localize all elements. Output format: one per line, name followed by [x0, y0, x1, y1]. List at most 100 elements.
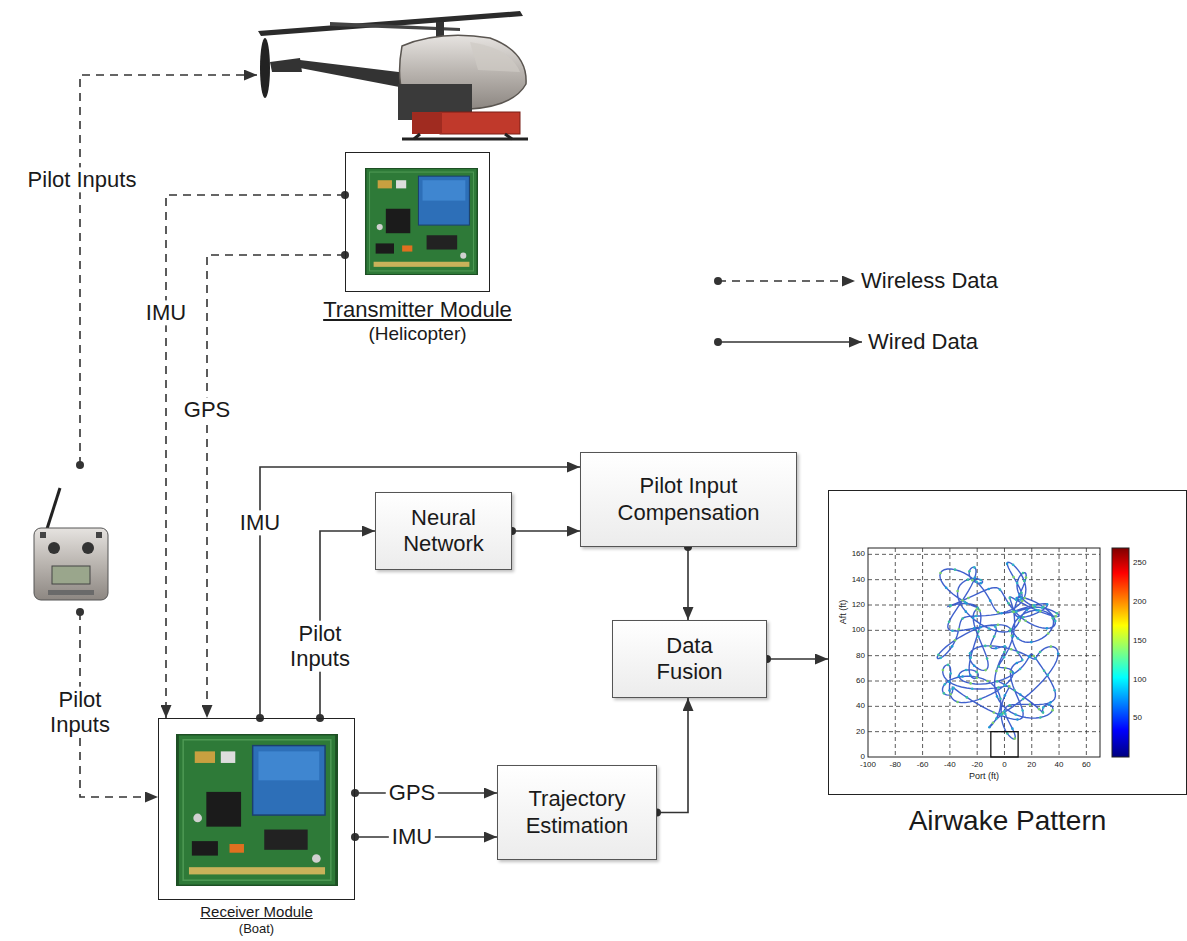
remote-controller-illustration [52, 566, 90, 584]
tick-label: 0 [1002, 760, 1006, 769]
ship-deck [991, 732, 1018, 757]
module-title: Transmitter Module [323, 297, 512, 323]
remote-controller-illustration [46, 488, 60, 532]
box-label: Neural Network [389, 505, 499, 558]
signal-label: IMU [237, 510, 283, 535]
remote-controller-illustration [48, 590, 94, 595]
legend-text: Wired Data [868, 329, 978, 355]
sample-dot [1023, 580, 1026, 583]
tick-label: 60 [1082, 760, 1091, 769]
tick-label: 200 [1133, 598, 1146, 607]
sample-dot [1013, 689, 1016, 692]
sample-dot [1023, 597, 1026, 600]
sample-dot [995, 647, 998, 650]
sample-dot [939, 572, 942, 575]
box-label: Data Fusion [650, 633, 730, 686]
sample-dot [1043, 669, 1046, 672]
sample-dot [958, 675, 961, 678]
legend-sample [712, 335, 864, 349]
legend-text: Wireless Data [861, 268, 998, 294]
sample-dot [965, 602, 968, 605]
sample-dot [968, 570, 971, 573]
sample-dot [984, 669, 987, 672]
signal-label: GPS [386, 780, 438, 805]
sample-dot [1000, 714, 1003, 717]
sample-dot [1016, 582, 1019, 585]
sample-dot [977, 630, 980, 633]
sample-dot [1029, 703, 1032, 706]
remote-controller-illustration [48, 542, 60, 554]
module-title: Receiver Module [200, 903, 313, 921]
tick-label: 60 [856, 676, 865, 685]
sample-dot [965, 669, 968, 672]
sample-dot [1000, 612, 1003, 615]
sample-dot [1012, 635, 1015, 638]
sample-dot [1035, 609, 1038, 612]
sample-dot [952, 687, 955, 690]
box-label: Pilot Input Compensation [589, 473, 789, 526]
sample-dot [1017, 651, 1020, 654]
sample-dot [949, 672, 952, 675]
sample-dot [977, 635, 980, 638]
sample-dot [1042, 706, 1045, 709]
wired-connector [512, 530, 580, 532]
sample-dot [1034, 657, 1037, 660]
sample-dot [997, 686, 1000, 689]
sample-dot [1006, 732, 1009, 735]
pilot-input-link [80, 75, 257, 465]
process-box: Neural Network [375, 492, 512, 570]
sample-dot [1022, 572, 1025, 575]
sample-dot [1057, 652, 1060, 655]
sample-dot [975, 608, 978, 611]
sample-dot [989, 645, 992, 648]
sample-dot [1012, 611, 1015, 614]
sample-dot [995, 670, 998, 673]
sample-dot [979, 579, 982, 582]
sample-dot [1008, 685, 1011, 688]
tick-label: 150 [1133, 636, 1146, 645]
picture-frame: Transmitter Module(Helicopter) [345, 152, 490, 292]
sample-dot [954, 568, 957, 571]
helicopter-illustration [470, 42, 520, 72]
sample-dot [1009, 630, 1012, 633]
process-box: Pilot Input Compensation [580, 452, 797, 547]
receiver-board-picture [177, 734, 336, 886]
sample-dot [942, 669, 945, 672]
sample-dot [954, 639, 957, 642]
sample-dot [992, 721, 995, 724]
sample-dot [949, 693, 952, 696]
sample-dot [1039, 651, 1042, 654]
sample-dot [1009, 670, 1012, 673]
sample-dot [1024, 619, 1027, 622]
sample-dot [975, 677, 978, 680]
tick-label: 0 [861, 752, 865, 761]
sample-dot [1028, 656, 1031, 659]
grid-line [949, 548, 950, 757]
sample-dot [951, 645, 954, 648]
grid-line [868, 579, 1100, 580]
sample-dot [969, 674, 972, 677]
axis-title: Port (ft) [969, 771, 999, 781]
sample-dot [969, 656, 972, 659]
tick-label: 100 [852, 626, 865, 635]
sample-dot [1056, 612, 1059, 615]
sample-dot [980, 582, 983, 585]
sample-dot [1010, 648, 1013, 651]
legend-line [718, 341, 862, 343]
tick-label: 120 [852, 600, 865, 609]
sample-dot [999, 588, 1002, 591]
sample-dot [1025, 576, 1028, 579]
receiver-board-picture [177, 734, 336, 886]
sample-dot [1047, 632, 1050, 635]
sample-dot [1004, 667, 1007, 670]
flight-trajectory [937, 562, 1059, 739]
sample-dot [1012, 564, 1015, 567]
sample-dot [1006, 563, 1009, 566]
remote-controller-illustration [40, 532, 46, 538]
sample-dot [1038, 708, 1041, 711]
tick-label: 20 [1027, 760, 1036, 769]
helicopter-illustration [440, 112, 520, 134]
sample-dot [1053, 689, 1056, 692]
sample-dot [999, 698, 1002, 701]
grid-line [868, 605, 1100, 606]
